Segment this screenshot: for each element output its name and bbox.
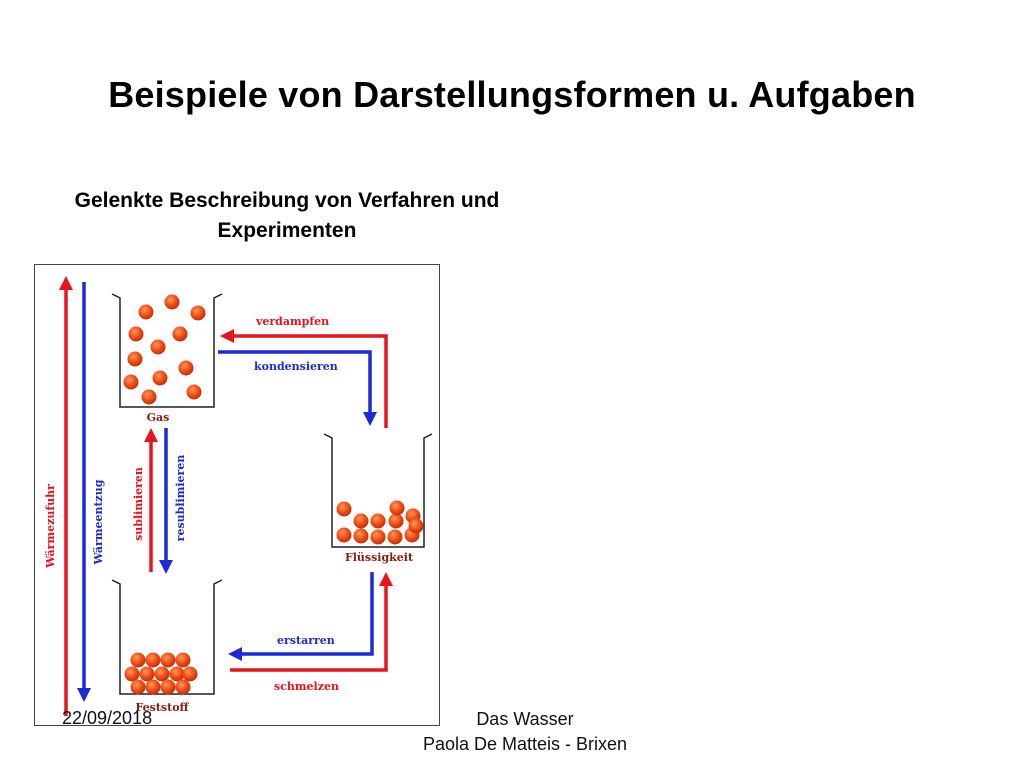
melt-arrow bbox=[230, 572, 393, 672]
melt-label: schmelzen bbox=[274, 680, 339, 693]
footer-author: Paola De Matteis - Brixen bbox=[422, 734, 628, 754]
sublimate-arrow bbox=[144, 428, 158, 572]
condense-arrow bbox=[218, 350, 377, 426]
gas-label: Gas bbox=[147, 411, 170, 424]
heat-removal-arrow bbox=[77, 282, 91, 702]
footer-date: 22/09/2018 bbox=[62, 708, 153, 728]
liquid-label: Flüssigkeit bbox=[345, 551, 414, 564]
heat-supply-arrow bbox=[59, 276, 73, 716]
condense-label: kondensieren bbox=[254, 360, 338, 373]
heat-removal-label: Wärmeentzug bbox=[92, 479, 105, 565]
diagram-frame bbox=[34, 264, 440, 726]
phase-transition-diagram: Wärmezufuhr Wärmeentzug bbox=[34, 264, 440, 726]
beaker-gas bbox=[111, 293, 223, 408]
heat-supply-label: Wärmezufuhr bbox=[44, 484, 57, 569]
resublimate-label: resublimieren bbox=[174, 455, 187, 542]
beaker-liquid bbox=[323, 433, 433, 548]
liquid-particles bbox=[336, 500, 424, 545]
evaporate-label: verdampfen bbox=[255, 315, 329, 328]
solid-label: Feststoff bbox=[135, 701, 189, 714]
slide-title: Beispiele von Darstellungsformen u. Aufg… bbox=[108, 74, 916, 115]
solid-particles bbox=[124, 652, 198, 695]
sublimate-label: sublimieren bbox=[132, 467, 145, 541]
footer-info: Das Wasser Paola De Matteis - Brixen bbox=[380, 707, 670, 757]
evaporate-arrow bbox=[220, 329, 388, 428]
diagram-canvas: Wärmezufuhr Wärmeentzug bbox=[34, 264, 440, 726]
gas-particles bbox=[123, 294, 206, 405]
footer-topic: Das Wasser bbox=[476, 709, 574, 729]
slide-subtitle: Gelenkte Beschreibung von Verfahren und … bbox=[74, 189, 500, 242]
resublimate-arrow bbox=[159, 428, 173, 574]
freeze-label: erstarren bbox=[277, 634, 335, 647]
freeze-arrow bbox=[228, 572, 374, 661]
